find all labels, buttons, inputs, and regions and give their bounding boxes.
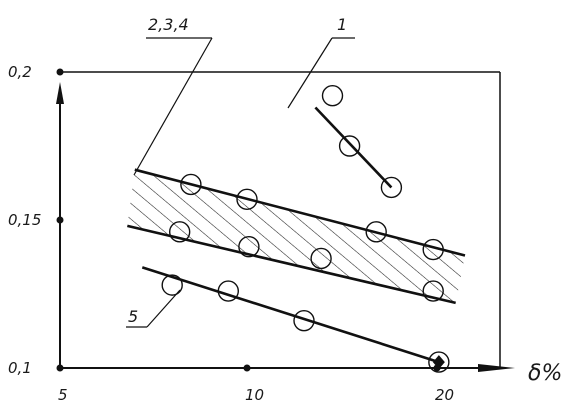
series-line-5 — [141, 266, 440, 364]
series-234-leader-diag — [133, 37, 213, 176]
data-point — [161, 274, 183, 296]
x-tick-mark — [243, 364, 251, 372]
series-label-234-group: 2,3,4 — [133, 15, 213, 176]
y-tick-mark — [56, 68, 64, 76]
y-tick-mark — [56, 216, 64, 224]
x-tick-label: 20 — [435, 386, 454, 404]
series-label-1-group: 1 — [287, 15, 355, 109]
x-axis-arrow — [478, 364, 515, 372]
series-5-leader-diag — [146, 289, 181, 328]
series-label-234: 2,3,4 — [148, 15, 189, 34]
data-point — [180, 173, 202, 196]
y-tick-label: 0,15 — [8, 211, 41, 229]
data-point — [380, 176, 403, 199]
data-point — [428, 351, 450, 373]
data-point — [422, 280, 444, 302]
x-axis-label: δ% — [528, 361, 562, 386]
data-point — [365, 221, 387, 243]
series-label-5-group: 5 — [126, 289, 181, 328]
data-point — [217, 280, 240, 302]
data-point — [321, 84, 344, 107]
data-point — [238, 235, 260, 258]
x-tick-label: 10 — [245, 386, 264, 404]
series-label-5: 5 — [128, 307, 138, 326]
x-tick-label: 5 — [58, 386, 68, 404]
band-upper-line — [134, 168, 466, 257]
band-hatch — [127, 169, 465, 303]
data-point — [338, 135, 361, 157]
series-line-1 — [314, 106, 393, 189]
y-tick-label: 0,1 — [8, 359, 32, 377]
series-1-leader-diag — [287, 37, 333, 109]
data-point — [293, 309, 315, 332]
series-label-1: 1 — [337, 15, 347, 34]
data-point — [236, 188, 258, 210]
data-point — [168, 221, 191, 243]
band-lower-line — [127, 224, 456, 305]
data-point — [310, 247, 332, 270]
y-tick-mark — [56, 364, 64, 372]
y-axis-arrow — [56, 82, 64, 104]
y-tick-label: 0,2 — [8, 63, 32, 81]
data-point — [422, 238, 444, 261]
x-tick-mark — [433, 364, 441, 372]
